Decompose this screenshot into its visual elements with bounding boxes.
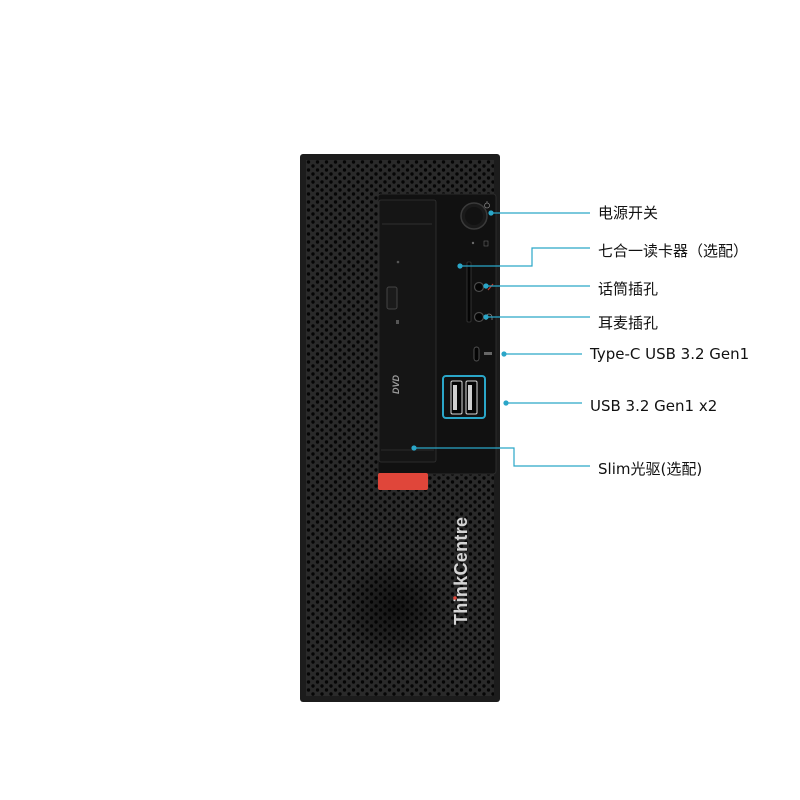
mic-jack[interactable] <box>473 281 485 293</box>
status-led <box>471 241 475 245</box>
pc-tower: DVD ThinkCentre <box>300 154 500 702</box>
dot-slim <box>411 445 417 451</box>
logo-red-dot <box>453 596 457 600</box>
callout-dots <box>411 210 509 451</box>
dot-headphone <box>483 314 489 320</box>
mic-icon <box>487 283 494 291</box>
callout-label-card-reader: 七合一读卡器（选配） <box>598 242 749 260</box>
callout-line-slim <box>414 447 590 467</box>
callout-label-power: 电源开关 <box>598 204 659 222</box>
drive-small-mark <box>396 320 399 324</box>
drive-activity-led <box>396 260 400 264</box>
fan-shade <box>340 553 450 663</box>
usb-a-port-2-tongue <box>468 385 472 410</box>
power-button-inner <box>465 207 483 225</box>
callout-label-slim-drive: Slim光驱(选配) <box>598 460 703 478</box>
dot-card <box>457 263 463 269</box>
dot-usb <box>503 400 509 406</box>
headphone-jack[interactable] <box>473 311 485 323</box>
card-reader-slot[interactable] <box>466 261 472 323</box>
dot-power <box>488 210 494 216</box>
usb-a-ports <box>450 380 478 415</box>
ss-logo-icon <box>484 352 492 355</box>
callout-label-headphone: 耳麦插孔 <box>598 314 659 332</box>
thinkcentre-logo: ThinkCentre <box>451 517 471 625</box>
usb-a-port-1-tongue <box>453 385 457 410</box>
power-icon <box>484 201 490 209</box>
callout-label-usb: USB 3.2 Gen1 x2 <box>590 397 718 415</box>
red-accent-tab <box>378 473 428 490</box>
usb-highlight-box <box>442 375 486 419</box>
dvd-logo: DVD <box>391 374 401 394</box>
eject-button[interactable] <box>386 286 398 310</box>
callout-label-mic: 话筒插孔 <box>598 280 659 298</box>
hdd-led-icon <box>483 240 489 247</box>
optical-drive-tray <box>378 199 437 463</box>
callout-label-type-c: Type-C USB 3.2 Gen1 <box>590 345 750 363</box>
usb-type-c-port[interactable] <box>473 346 480 362</box>
callout-lines <box>414 212 590 467</box>
dot-typec <box>501 351 507 357</box>
dot-mic <box>483 283 489 289</box>
callout-line-card <box>460 247 590 267</box>
